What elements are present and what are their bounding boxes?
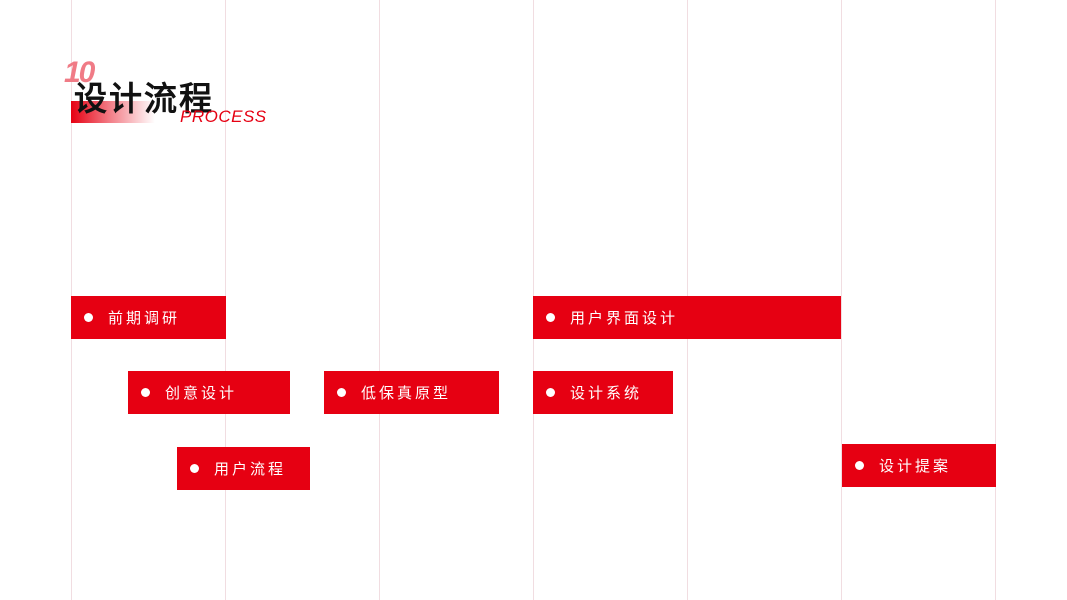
stage-bar-creative-design: 创意设计 bbox=[128, 371, 290, 414]
stage-label: 设计提案 bbox=[879, 457, 952, 475]
section-number: 10 bbox=[64, 56, 95, 89]
stage-bar-design-proposal: 设计提案 bbox=[842, 444, 996, 487]
stage-bar-research: 前期调研 bbox=[71, 296, 226, 339]
grid-line bbox=[379, 0, 380, 600]
stage-label: 前期调研 bbox=[108, 309, 181, 327]
bullet-icon bbox=[855, 461, 864, 470]
bullet-icon bbox=[337, 388, 346, 397]
stage-bar-design-system: 设计系统 bbox=[533, 371, 673, 414]
bullet-icon bbox=[546, 388, 555, 397]
stage-label: 低保真原型 bbox=[361, 384, 452, 402]
bullet-icon bbox=[141, 388, 150, 397]
page-title: 设计流程 bbox=[74, 79, 214, 118]
bullet-icon bbox=[84, 313, 93, 322]
bullet-icon bbox=[546, 313, 555, 322]
title-accent-bar bbox=[71, 101, 155, 123]
stage-label: 创意设计 bbox=[165, 384, 238, 402]
page-subtitle: PROCESS bbox=[180, 107, 267, 126]
stage-bar-lofi-prototype: 低保真原型 bbox=[324, 371, 499, 414]
stage-bar-user-flow: 用户流程 bbox=[177, 447, 310, 490]
bullet-icon bbox=[190, 464, 199, 473]
grid-line bbox=[995, 0, 996, 600]
stage-label: 用户界面设计 bbox=[570, 309, 679, 327]
stage-bar-ui-design: 用户界面设计 bbox=[533, 296, 841, 339]
stage-label: 设计系统 bbox=[570, 384, 643, 402]
stage-label: 用户流程 bbox=[214, 460, 287, 478]
grid-line bbox=[841, 0, 842, 600]
